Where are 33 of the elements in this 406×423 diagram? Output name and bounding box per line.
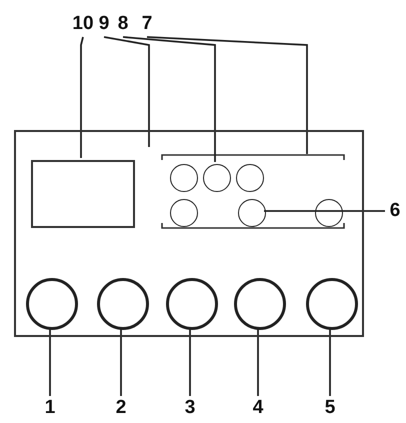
callout-number: 2 [112,398,130,420]
knob [26,278,78,330]
callout-number: 8 [116,14,130,36]
push-button [236,164,264,192]
push-button [170,164,198,192]
push-button [170,199,198,227]
leader-line [104,36,150,147]
leader-line [264,210,385,212]
leader-line [189,328,191,396]
push-button [315,199,343,227]
leader-line [122,36,216,162]
leader-line [120,328,122,396]
knob [97,278,149,330]
callout-number: 1 [41,398,59,420]
callout-number: 5 [321,398,339,420]
leader-line [80,36,84,158]
callout-number: 6 [386,201,404,223]
leader-line [257,328,259,396]
leader-line [329,328,331,396]
callout-number: 7 [140,14,154,36]
callout-number: 4 [249,398,267,420]
knob [234,278,286,330]
knob [166,278,218,330]
push-button [238,199,266,227]
leader-line [146,36,308,154]
panel-outline [14,130,364,337]
callout-number: 10 [72,14,94,36]
display-window [31,160,135,228]
push-button [203,164,231,192]
knob [306,278,358,330]
callout-number: 9 [97,14,111,36]
leader-line [49,328,51,396]
callout-number: 3 [181,398,199,420]
